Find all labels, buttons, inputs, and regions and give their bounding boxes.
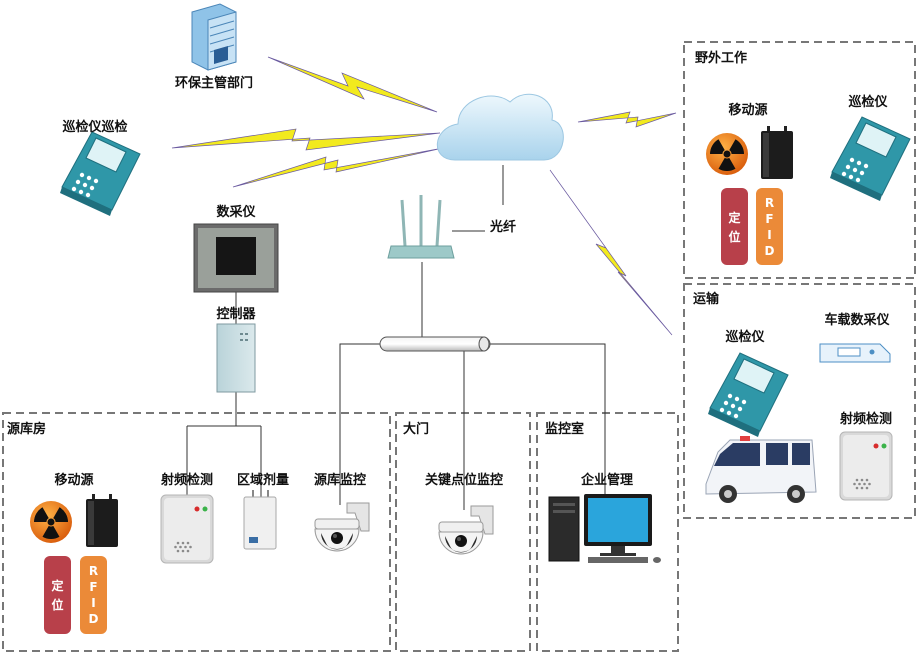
rfid-tag-char: F: [89, 580, 97, 594]
locate-tag: 定 位: [44, 556, 71, 634]
source-mobile-source-label: 移动源: [54, 472, 93, 488]
van-icon: [705, 436, 817, 503]
transport-inspector-label: 巡检仪: [725, 329, 765, 345]
locate-tag-char: 位: [51, 597, 63, 612]
transmitter-icon: [761, 126, 793, 179]
radiation-icon: [705, 133, 748, 177]
rfid-tag: R F I D: [756, 188, 783, 265]
locate-tag-char: 定: [51, 578, 63, 593]
key-point-monitor-label: 关键点位监控: [425, 472, 503, 488]
rf-detector-icon: [160, 494, 214, 564]
dome-camera-icon: [314, 502, 370, 552]
vehicle-daq-label: 车载数采仪: [824, 312, 890, 328]
router-icon: [387, 195, 455, 259]
monitor-room-box: [536, 412, 679, 652]
locate-tag-char: 定: [728, 210, 740, 225]
handheld-inspector-icon: [707, 352, 789, 438]
env-dept-label: 环保主管部门: [175, 75, 253, 91]
dome-camera-icon: [438, 505, 494, 555]
connection-lines: [186, 165, 606, 510]
transmitter-icon: [86, 494, 118, 547]
rfid-tag-char: I: [91, 596, 95, 610]
field-work-title: 野外工作: [695, 50, 747, 66]
rfid-tag: R F I D: [80, 556, 107, 634]
radiation-icon: [29, 501, 73, 545]
locate-tag-char: 位: [728, 229, 740, 244]
gate-box: [395, 412, 531, 652]
vehicle-daq-icon: [819, 343, 891, 363]
rfid-tag-char: D: [89, 612, 99, 626]
transport-box: [683, 283, 916, 519]
handheld-patrol-label: 巡检仪巡检: [62, 119, 127, 135]
transport-rf-detect-label: 射频检测: [839, 411, 892, 427]
dosimeter-icon: [243, 490, 277, 550]
handheld-inspector-icon: [59, 131, 141, 217]
daq-label: 数采仪: [216, 204, 256, 220]
locate-tag: 定 位: [721, 188, 748, 265]
area-dose-label: 区域剂量: [237, 472, 289, 488]
handheld-inspector-icon: [829, 116, 911, 202]
source-rf-detect-label: 射频检测: [160, 472, 213, 488]
fiber-hub-icon: [379, 336, 491, 352]
field-inspector-label: 巡检仪: [848, 94, 888, 110]
monitor-room-title: 监控室: [545, 421, 584, 437]
rf-detector-icon: [839, 431, 893, 501]
rfid-tag-char: R: [89, 564, 98, 578]
controller-icon: [216, 323, 256, 393]
source-room-box: [2, 412, 391, 652]
source-room-title: 源库房: [7, 421, 46, 437]
source-monitor-label: 源库监控: [314, 472, 366, 488]
cloud-icon: [436, 93, 564, 161]
rfid-tag-char: I: [767, 228, 771, 242]
building-icon: [191, 3, 237, 71]
transport-title: 运输: [693, 291, 720, 307]
rfid-tag-char: D: [765, 244, 775, 258]
fiber-label: 光纤: [489, 219, 516, 235]
field-mobile-source-label: 移动源: [728, 102, 767, 118]
rfid-tag-char: F: [765, 212, 773, 226]
lightning-icon: [171, 56, 677, 336]
computer-icon: [548, 494, 661, 563]
controller-label: 控制器: [216, 306, 256, 322]
daq-icon: [193, 223, 279, 293]
enterprise-mgmt-label: 企业管理: [580, 472, 633, 488]
gate-title: 大门: [403, 421, 429, 437]
rfid-tag-char: R: [765, 196, 774, 210]
